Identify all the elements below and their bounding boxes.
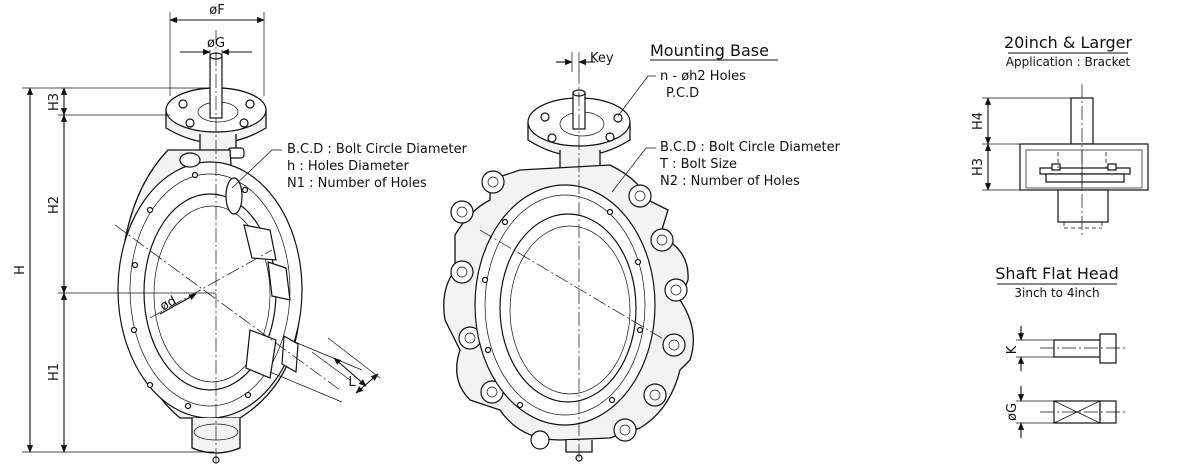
shaft-dim-K: K	[1005, 345, 1020, 354]
left-valve-view: øF øG H3 H2 H1 H ød L	[13, 3, 468, 464]
shaft-dim-phiG: øG	[1005, 403, 1020, 421]
shaft-title: Shaft Flat Head	[995, 264, 1118, 283]
dim-H2: H2	[47, 196, 62, 214]
dim-phid: ød	[158, 293, 179, 314]
dim-phiF: øF	[209, 3, 224, 18]
dim-H: H	[13, 265, 28, 275]
left-valve-body	[117, 149, 303, 464]
dim-phiG: øG	[207, 36, 225, 51]
bracket-title: 20inch & Larger	[1004, 33, 1133, 52]
bracket-view: 20inch & Larger Application : Bracket H4…	[971, 33, 1149, 236]
mounting-note-pcd: P.C.D	[666, 86, 699, 101]
middle-note-n2: N2 : Number of Holes	[660, 174, 800, 189]
middle-note-bcd: B.C.D : Bolt Circle Diameter	[660, 140, 841, 155]
middle-note-t: T : Bolt Size	[659, 157, 737, 172]
left-disc-centerline	[149, 249, 273, 319]
left-note-n1: N1 : Number of Holes	[287, 176, 427, 191]
middle-valve-view: Key	[443, 41, 841, 462]
key-label: Key	[590, 51, 614, 66]
left-note-bcd: B.C.D : Bolt Circle Diameter	[287, 142, 468, 157]
dim-H1: H1	[47, 363, 62, 381]
bracket-dim-H3: H3	[971, 158, 986, 176]
left-note-h: h : Holes Diameter	[287, 159, 409, 174]
middle-valve-body	[443, 164, 694, 462]
bracket-subtitle: Application : Bracket	[1006, 55, 1131, 69]
dim-L: L	[348, 375, 356, 390]
middle-diagonal-centerline	[479, 229, 666, 341]
shaft-subtitle: 3inch to 4inch	[1014, 286, 1099, 300]
shaft-flat-head-view: Shaft Flat Head 3inch to 4inch K øG	[995, 264, 1128, 438]
bracket-dim-H4: H4	[971, 112, 986, 130]
left-diagonal-centerline	[114, 224, 341, 391]
mounting-base-title: Mounting Base	[650, 41, 769, 60]
mounting-note-holes: n - øh2 Holes	[660, 69, 746, 84]
dim-H3: H3	[47, 93, 62, 111]
